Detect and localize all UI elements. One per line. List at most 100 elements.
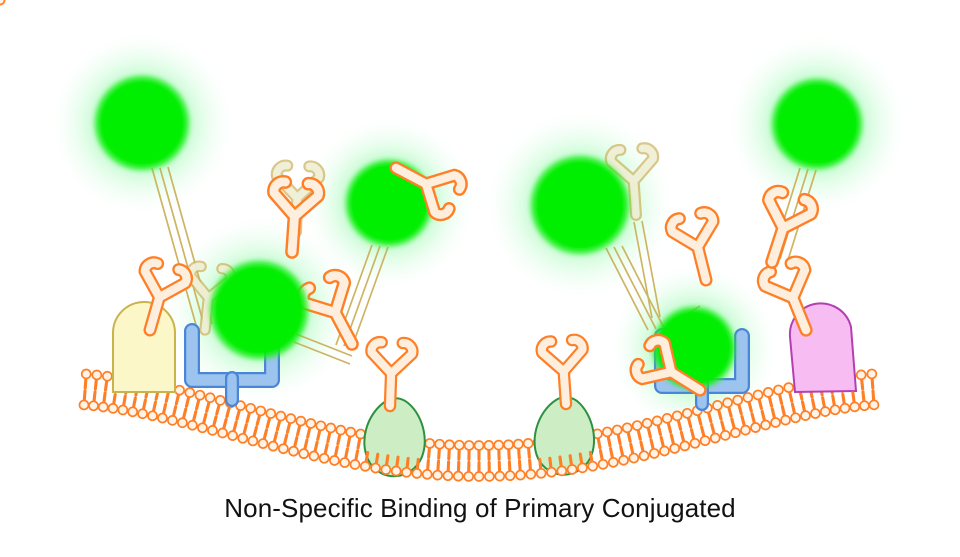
lipid-head (689, 437, 701, 449)
phospholipid (659, 435, 670, 457)
lipid-head (504, 470, 516, 482)
lipid-head (483, 440, 495, 451)
lipid-head (849, 401, 861, 413)
phospholipid (607, 447, 619, 468)
fluorophore-top-right (771, 78, 863, 170)
phospholipid (638, 440, 650, 462)
antibody-center-left-oval[interactable] (370, 342, 413, 407)
phospholipid (275, 410, 287, 432)
phospholipid (305, 418, 317, 439)
lipid-head (740, 424, 751, 436)
lipid-head (463, 440, 475, 451)
phospholipid (651, 415, 663, 437)
lipid-head (601, 426, 613, 438)
lipid-head (494, 470, 506, 482)
lipid-head (452, 470, 464, 482)
phospholipid (628, 442, 640, 464)
phospholipid (515, 459, 526, 481)
lipid-head (349, 459, 361, 470)
lipid-head (773, 384, 784, 396)
lipid-head (267, 440, 279, 452)
lipid-head (473, 440, 485, 451)
phospholipid (349, 449, 361, 470)
lipid-head (566, 464, 578, 475)
figure-caption: Non-Specific Binding of Primary Conjugat… (224, 493, 736, 523)
phospholipid (107, 392, 119, 414)
phospholipid (295, 415, 307, 437)
phospholipid (432, 459, 443, 481)
phospholipid (421, 458, 433, 480)
lipid-head (380, 464, 392, 475)
phospholipid (157, 402, 168, 424)
lipid-head (78, 399, 90, 411)
phospholipid (484, 460, 495, 482)
lipid-head (750, 422, 761, 433)
lipid-head (546, 466, 557, 478)
lipid-head (790, 412, 801, 424)
phospholipid (752, 389, 764, 411)
phospholipid (641, 417, 653, 439)
lipid-head (770, 417, 781, 428)
fluorophore-left-inner (345, 159, 433, 247)
phospholipid (855, 369, 867, 391)
phospholipid (380, 454, 392, 475)
lipid-head (157, 412, 168, 424)
lipid-head (97, 401, 109, 413)
lipid-head (390, 465, 402, 477)
lipid-head (868, 399, 880, 411)
lipid-head (247, 435, 259, 447)
fluorophore-core-layer (94, 75, 863, 390)
lipid-head (204, 392, 216, 404)
phospholipid (819, 396, 831, 417)
phospholipid (587, 450, 599, 472)
linker-upper-mid-left (293, 333, 353, 365)
lipid-head (712, 400, 723, 411)
lipid-head (177, 417, 188, 429)
phospholipid (194, 389, 206, 411)
lipid-head (631, 420, 643, 431)
phospholipid (147, 400, 158, 422)
antibody-center-right-oval[interactable] (541, 339, 586, 405)
phospholipid (719, 420, 731, 441)
phospholipid (167, 405, 178, 426)
phospholipid (329, 445, 340, 466)
lipid-head (345, 426, 357, 438)
lipid-head (318, 452, 330, 464)
phospholipid (601, 426, 613, 448)
lipid-head (174, 384, 185, 396)
lipid-head (522, 438, 534, 449)
phospholipid (522, 438, 534, 459)
lipid-head (762, 387, 774, 398)
lipid-head (288, 445, 299, 457)
phospholipid (463, 460, 474, 482)
phospholipid (730, 417, 741, 439)
phospholipid (247, 425, 259, 447)
lipid-head (329, 455, 340, 466)
phospholipid (197, 412, 208, 434)
lipid-head (137, 408, 148, 420)
phospholipid (494, 460, 506, 482)
phospholipid (390, 455, 402, 477)
lipid-head (444, 439, 455, 451)
phospholipid (800, 400, 811, 421)
phospholipid (661, 413, 673, 434)
lipid-head (681, 407, 693, 419)
phospholipid (401, 456, 412, 478)
phospholipid (137, 398, 148, 420)
lipid-head (859, 400, 870, 412)
lipid-head (783, 382, 795, 393)
phospholipid (298, 438, 310, 460)
phospholipid (127, 396, 139, 418)
lipid-head (638, 450, 650, 462)
phospholipid (315, 420, 327, 442)
lipid-head (577, 462, 588, 474)
phospholipid (611, 424, 623, 446)
lipid-head (411, 468, 423, 479)
phospholipid (452, 460, 464, 482)
lipid-head (641, 417, 653, 429)
lipid-head (207, 425, 218, 436)
phospholipid (318, 443, 330, 464)
phospholipid (740, 415, 751, 436)
phospholipid (217, 417, 228, 439)
